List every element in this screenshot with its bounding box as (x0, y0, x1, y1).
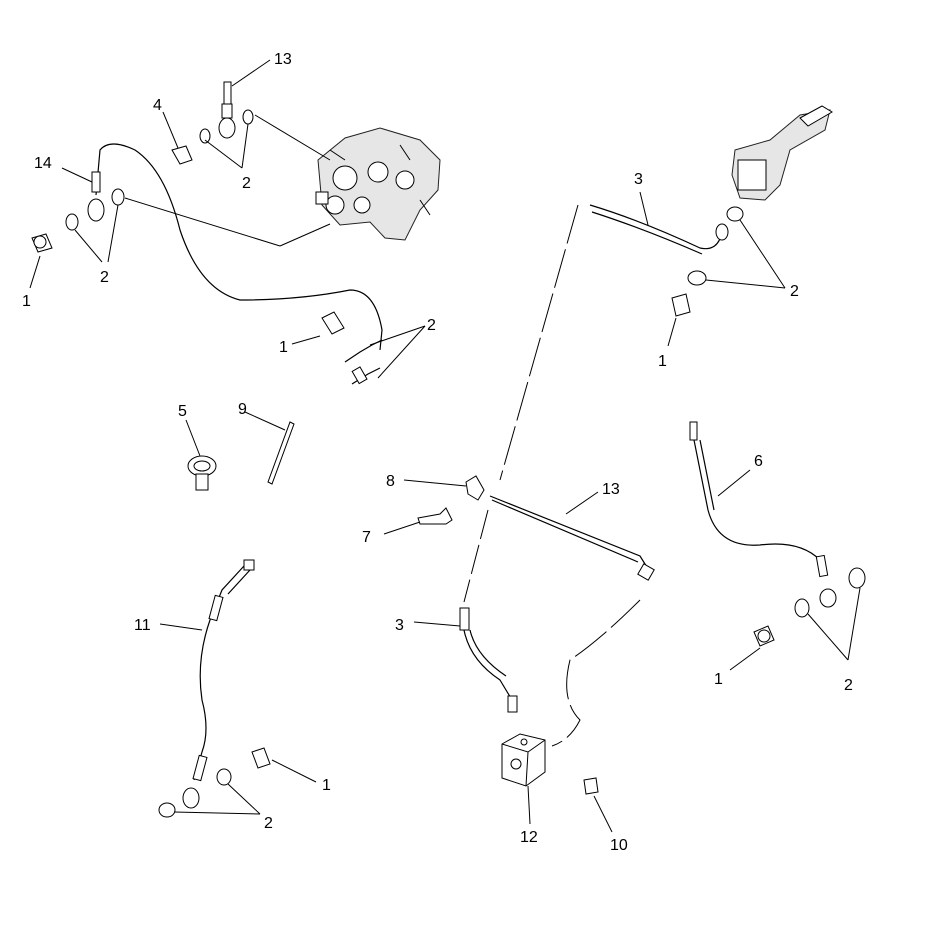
callout-7: 7 (362, 529, 371, 546)
hose-end-2-center (344, 339, 383, 385)
callout-1-top-right: 1 (658, 353, 667, 370)
leader-lines-mid-left (185, 411, 286, 457)
rod-9 (267, 421, 295, 485)
callout-13-top: 13 (274, 51, 292, 68)
leader-lines-right (717, 469, 861, 671)
callout-10: 10 (610, 837, 628, 854)
hose-6 (689, 421, 837, 608)
banjo-bolt-1-right (753, 625, 775, 647)
leader-lines-top-left (29, 59, 426, 379)
callout-2-left: 2 (100, 269, 109, 286)
callout-labels: 13 4 14 2 1 2 3 2 1 1 2 5 9 6 8 13 7 11 … (22, 51, 853, 854)
callout-11: 11 (134, 617, 151, 634)
callout-1-lower-right: 1 (714, 671, 723, 688)
hose-3-lower (459, 607, 518, 713)
banjo-bolt-1-lower-left (251, 747, 271, 769)
callout-1-left: 1 (22, 293, 31, 310)
leader-lines-center (383, 479, 641, 747)
bracket-8 (465, 475, 485, 501)
hose-11 (182, 559, 255, 809)
callout-2-lower-left: 2 (264, 815, 273, 832)
leader-lines-lower-center (413, 621, 613, 833)
tube-13-lower (489, 495, 655, 581)
washers-right-upper (687, 206, 744, 286)
callout-5: 5 (178, 403, 187, 420)
brake-valve-assembly (315, 127, 441, 241)
callout-3-top-right: 3 (634, 171, 643, 188)
callout-4: 4 (153, 97, 162, 114)
callout-9: 9 (238, 401, 247, 418)
banjo-bolt-1-upper-right (671, 293, 691, 317)
junction-block-12 (501, 733, 546, 787)
washers-lower-left (158, 768, 232, 818)
pin-7 (417, 507, 453, 525)
master-cylinder (731, 105, 833, 201)
callout-14: 14 (34, 155, 52, 172)
banjo-bolt-4 (171, 145, 193, 165)
leader-lines-lower-left (159, 623, 317, 815)
callout-12: 12 (520, 829, 538, 846)
callout-2-center: 2 (427, 317, 436, 334)
callout-13-center: 13 (602, 481, 620, 498)
callout-2-top-right: 2 (790, 283, 799, 300)
callout-8: 8 (386, 473, 395, 490)
banjo-bolt-1-left (31, 233, 53, 253)
callout-3-lower: 3 (395, 617, 404, 634)
leader-lines-top-right (499, 191, 786, 481)
clamp-5 (187, 455, 217, 491)
hose-13-upper (218, 81, 236, 139)
callout-2-lower-right: 2 (844, 677, 853, 694)
hose-3-upper (589, 204, 729, 255)
callout-1-lower-left: 1 (322, 777, 331, 794)
bolt-10 (583, 777, 599, 795)
clip-1-center (321, 311, 345, 335)
hose-14 (87, 143, 383, 351)
washers-right-lower (794, 567, 866, 618)
callout-1-center: 1 (279, 339, 288, 356)
callout-6: 6 (754, 453, 763, 470)
callout-2-top-center: 2 (242, 175, 251, 192)
